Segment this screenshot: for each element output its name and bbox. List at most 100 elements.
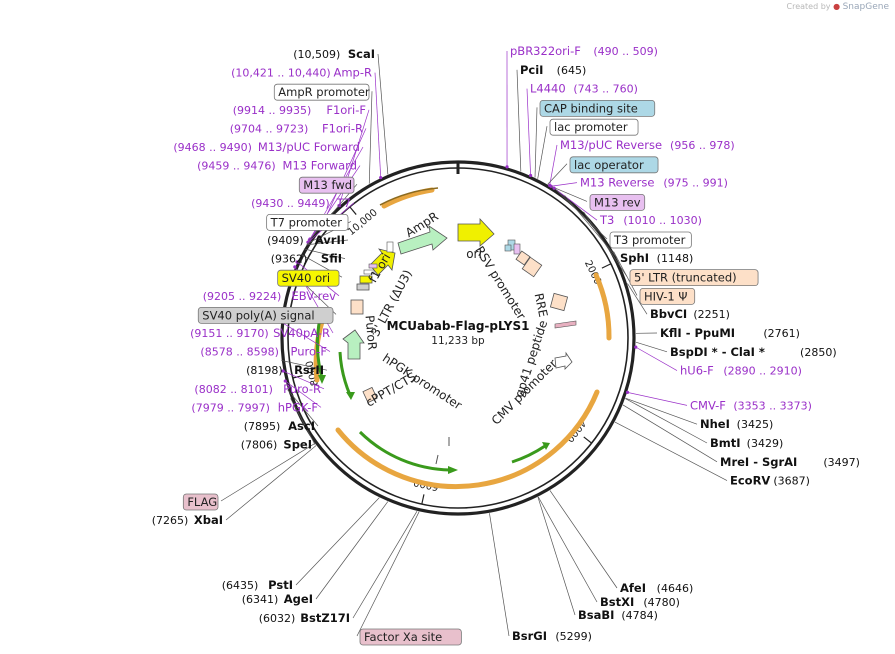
orf-arc-cmv-region[interactable] xyxy=(335,389,600,489)
label-name: CAP binding site xyxy=(544,101,638,115)
feature-label-f1ori-f[interactable]: F1ori-F(9914 .. 9935) xyxy=(233,103,366,117)
sv40-ori-box[interactable] xyxy=(359,275,373,284)
label-name: M13/pUC Reverse xyxy=(560,138,662,152)
label-name: pBR322ori-F xyxy=(510,44,581,58)
feature-label-afei[interactable]: AfeI(4646) xyxy=(620,581,693,595)
feature-label-hu6-f[interactable]: hU6-F(2890 .. 2910) xyxy=(680,364,802,378)
feature-label-f1ori-r[interactable]: F1ori-R(9704 .. 9723) xyxy=(230,121,363,135)
leader-line xyxy=(225,445,317,521)
feature-label-t7[interactable]: T7(9430 .. 9449) xyxy=(251,196,351,210)
feature-label-agei[interactable]: AgeI(6341) xyxy=(242,592,313,606)
feature-label-sv40pa-r[interactable]: SV40pA-R(9151 .. 9170) xyxy=(190,326,330,340)
feature-label-cmv-f[interactable]: CMV-F(3353 .. 3373) xyxy=(690,398,812,412)
feature-label-pcii[interactable]: PciI(645) xyxy=(520,63,586,77)
feature-label-factor-xa[interactable]: Factor Xa site xyxy=(359,628,462,646)
feature-label-bstxi[interactable]: BstXI(4780) xyxy=(600,595,680,609)
feature-label-ltr-5[interactable]: 5' LTR (truncated) xyxy=(629,269,759,287)
feature-label-sfii[interactable]: SfiI(9362) xyxy=(271,252,342,266)
f1-ori-arrow[interactable] xyxy=(369,248,396,276)
cap-site-box[interactable] xyxy=(504,244,512,252)
leader-line xyxy=(625,398,708,444)
ltr5-box[interactable] xyxy=(521,256,543,278)
feature-label-flag[interactable]: FLAG xyxy=(182,493,219,511)
feature-label-m13-fwd[interactable]: M13 fwd xyxy=(298,176,355,194)
feature-label-bmti[interactable]: BmtI(3429) xyxy=(710,436,783,450)
feature-label-amp-r[interactable]: Amp-R(10,421 .. 10,440) xyxy=(231,66,372,80)
label-name: ScaI xyxy=(348,47,375,61)
feature-label-psti[interactable]: PstI(6435) xyxy=(222,578,293,592)
feature-label-nhei[interactable]: NheI(3425) xyxy=(700,417,773,431)
inner-feature-rre[interactable]: RRE xyxy=(532,292,551,319)
cppt-cts-box[interactable] xyxy=(362,386,378,404)
feature-label-lac-promoter[interactable]: lac promoter xyxy=(549,118,639,136)
feature-label-hpgk-f[interactable]: hPGK-F(7979 .. 7997) xyxy=(191,400,318,414)
feature-label-puro-f[interactable]: Puro-F(8578 .. 8598) xyxy=(200,345,327,359)
t7-box[interactable] xyxy=(363,269,375,275)
feature-label-l4440[interactable]: L4440(743 .. 760) xyxy=(530,82,638,96)
feature-label-hiv1-psi[interactable]: HIV-1 Ψ xyxy=(639,287,696,305)
feature-label-kfli[interactable]: KflI - PpuMI(2761) xyxy=(660,326,800,340)
feature-label-rsrii[interactable]: RsrII(8198) xyxy=(246,363,324,377)
feature-label-t7-promoter[interactable]: T7 promoter xyxy=(266,213,349,231)
feature-label-pbr322ori-f[interactable]: pBR322ori-F(490 .. 509) xyxy=(510,44,658,58)
inner-feature-ori[interactable]: ori xyxy=(466,247,482,261)
ori-arrow[interactable] xyxy=(457,217,495,247)
label-name: SV40pA-R xyxy=(273,326,330,340)
feature-label-bsabi[interactable]: BsaBI(4784) xyxy=(578,608,658,622)
leader-line xyxy=(526,88,531,176)
leader-line xyxy=(583,211,628,277)
feature-label-t3[interactable]: T3(1010 .. 1030) xyxy=(599,213,702,227)
m13-fwd-box[interactable] xyxy=(368,263,378,269)
feature-label-bsrgi[interactable]: BsrGI(5299) xyxy=(512,629,592,643)
puror-cds-arrow[interactable] xyxy=(342,329,365,360)
inner-feature-puror[interactable]: PuroR xyxy=(362,315,379,351)
feature-label-sphi[interactable]: SphI(1148) xyxy=(620,251,693,265)
hiv1-psi-box[interactable] xyxy=(515,250,531,266)
feature-label-ebv-rev[interactable]: EBV-rev(9205 .. 9224) xyxy=(203,289,336,303)
leader-line xyxy=(282,370,325,390)
ltr3-box[interactable] xyxy=(350,299,364,315)
feature-label-scai[interactable]: ScaI(10,509) xyxy=(293,47,375,61)
label-box xyxy=(639,287,696,305)
label-position: (6032) xyxy=(259,612,296,625)
feature-label-xbai[interactable]: XbaI(7265) xyxy=(152,513,223,527)
feature-label-m13-puc-reverse[interactable]: M13/pUC Reverse(956 .. 978) xyxy=(560,138,735,152)
feature-label-bspdi[interactable]: BspDI * - ClaI *(2850) xyxy=(670,345,837,359)
feature-label-cap-site[interactable]: CAP binding site xyxy=(539,100,656,117)
tick-label: 10,000 xyxy=(346,207,380,238)
feature-label-m13-forward[interactable]: M13 Forward(9459 .. 9476) xyxy=(197,159,357,173)
feature-label-spei[interactable]: SpeI(7806) xyxy=(241,438,312,452)
feature-label-ecorv[interactable]: EcoRV(3687) xyxy=(730,474,810,488)
feature-label-ampr-promoter[interactable]: AmpR promoter xyxy=(273,83,370,101)
feature-label-t3-promoter[interactable]: T3 promoter xyxy=(609,231,692,249)
leader-line xyxy=(627,392,688,406)
label-name: NheI xyxy=(700,417,730,431)
label-box xyxy=(298,176,355,194)
m13-rev-box[interactable] xyxy=(513,243,521,255)
feature-label-sv40-ori[interactable]: SV40 ori xyxy=(277,269,340,287)
label-name: T3 promoter xyxy=(613,233,686,247)
feature-label-asci[interactable]: AscI(7895) xyxy=(244,419,315,433)
ampr-cds-arrow[interactable] xyxy=(397,225,448,255)
feature-label-sv40-polya[interactable]: SV40 poly(A) signal xyxy=(197,306,334,324)
feature-label-mrei[interactable]: MreI - SgrAI(3497) xyxy=(720,455,860,469)
cmv-promoter-arrow[interactable] xyxy=(554,351,573,370)
feature-label-bstz17i[interactable]: BstZ17I(6032) xyxy=(259,611,350,625)
label-box xyxy=(539,100,656,117)
gp41-arrow[interactable] xyxy=(554,320,577,329)
label-name: BsrGI xyxy=(512,629,547,643)
orf-arc-gp41[interactable] xyxy=(593,272,612,341)
label-position: (3497) xyxy=(823,456,860,469)
feature-label-m13-reverse[interactable]: M13 Reverse(975 .. 991) xyxy=(580,176,728,190)
feature-label-m13-rev[interactable]: M13 rev xyxy=(589,193,646,211)
ampr-promoter-box[interactable] xyxy=(386,241,394,253)
rre-box[interactable] xyxy=(549,292,569,312)
feature-label-bbvci[interactable]: BbvCI(2251) xyxy=(650,307,730,321)
feature-label-avrii[interactable]: AvrII(9409) xyxy=(267,233,345,247)
sv40-polya-box[interactable] xyxy=(356,283,370,291)
feature-label-lac-operator[interactable]: lac operator xyxy=(569,156,659,174)
feature-label-puro-r[interactable]: Puro-R(8082 .. 8101) xyxy=(194,382,321,396)
feature-label-m13-puc-forward[interactable]: M13/pUC Forward(9468 .. 9490) xyxy=(173,140,360,154)
orf-arc-ampr-region[interactable] xyxy=(381,187,435,209)
label-name: KflI - PpuMI xyxy=(660,326,735,340)
